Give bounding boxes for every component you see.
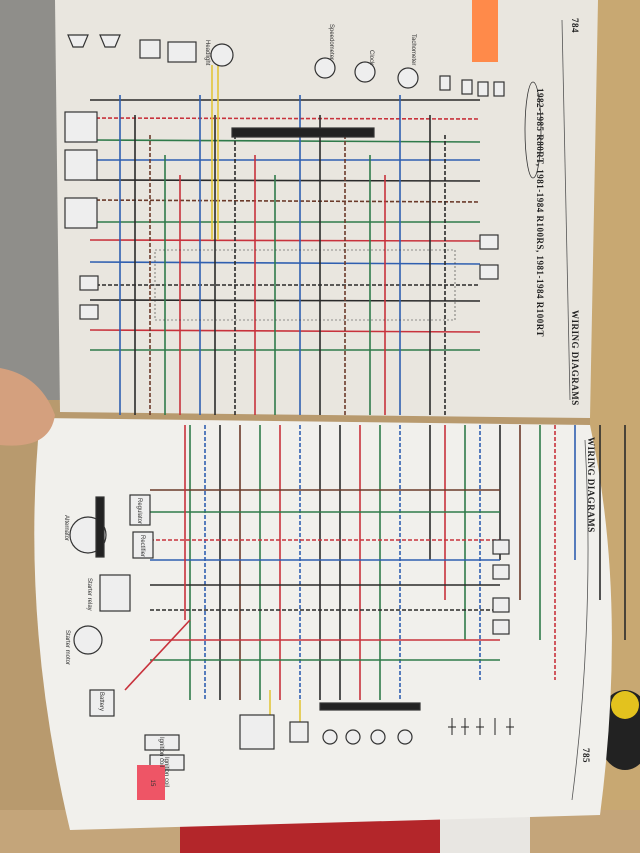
relay-icon (139, 39, 161, 59)
top-diagram-wires (89, 65, 481, 415)
wire (89, 261, 481, 265)
wire (89, 199, 481, 203)
bottom-connector-block (319, 702, 421, 711)
starter-relay-box (99, 574, 131, 612)
tool-handle-yellow (611, 691, 639, 719)
model-circle-mark (524, 81, 542, 179)
wire (124, 619, 191, 691)
sidestand-switch-box (289, 721, 309, 743)
alternator-connector (95, 496, 105, 558)
switch-block (79, 275, 99, 291)
wire (89, 117, 481, 120)
label-tachometer: Tachometer (410, 34, 416, 65)
label-regulator: Regulator (136, 498, 142, 524)
wire (89, 139, 481, 143)
bulb-icon (370, 729, 386, 745)
top-page (55, 0, 598, 418)
regulator-box (129, 494, 151, 526)
header-rule-top (561, 19, 571, 401)
label-alternator: Alternator (63, 515, 69, 541)
relay-icon (167, 41, 197, 63)
ignition-coil-box (144, 734, 180, 751)
running-header: WIRING DIAGRAMS (586, 437, 596, 533)
diagram-key (448, 718, 514, 735)
bulb-icon (439, 75, 451, 91)
wire (89, 299, 481, 302)
bottom-diagram-wires (124, 425, 626, 722)
running-header: WIRING DIAGRAMS (570, 310, 580, 406)
page-number: 785 (581, 748, 591, 763)
label-headlight: Headlight (204, 40, 210, 66)
label-ignition-coil: Ignition coil (163, 757, 169, 787)
headlight-icon (210, 43, 234, 67)
label-battery: Battery (98, 692, 104, 711)
ignition-switch-box (239, 714, 275, 750)
bulb-icon (477, 81, 489, 97)
bulb-icon (493, 81, 505, 97)
section-tab (137, 765, 165, 800)
hand (0, 368, 55, 446)
horn-icon (99, 34, 121, 48)
bulb-icon (461, 79, 473, 95)
clock-icon (354, 61, 376, 83)
bulb-icon (322, 729, 338, 745)
bulb-icon (345, 729, 361, 745)
instrument-cluster-outline (154, 249, 456, 321)
horn-icon (67, 34, 89, 48)
bottom-page (34, 418, 612, 830)
wire (89, 329, 481, 333)
switch-block (492, 564, 510, 580)
switch-block (492, 619, 510, 635)
page-number: 784 (570, 18, 580, 33)
switch-block (64, 149, 98, 181)
switch-block (64, 197, 98, 229)
starter-motor-icon (73, 625, 103, 655)
switch-block (79, 304, 99, 320)
label-rectifier: Rectifier (139, 535, 145, 557)
wire (89, 239, 481, 242)
bottom-components (69, 494, 510, 771)
bulb-icon (397, 729, 413, 745)
label-ignition-coil: Ignition coil (158, 737, 164, 767)
switch-block (479, 264, 499, 280)
label-starter-relay: Starter relay (86, 578, 92, 611)
switch-block (492, 597, 510, 613)
switch-block (64, 111, 98, 143)
wire (89, 179, 481, 182)
label-clock: Clock (368, 50, 374, 66)
label-starter-motor: Starter motor (64, 630, 70, 665)
rectifier-box (132, 531, 154, 559)
label-speedometer: Speedometer (328, 24, 334, 60)
top-components (64, 34, 505, 321)
header-rule-bottom (571, 439, 589, 801)
sticky-note (472, 0, 498, 62)
switch-block (479, 234, 499, 250)
tachometer-icon (397, 67, 419, 89)
switch-block (492, 539, 510, 555)
connector-block (231, 127, 375, 138)
model-title: 1982-1985 R80RT, 1981-1984 R100RS, 1981-… (535, 88, 545, 337)
speedometer-icon (314, 57, 336, 79)
battery-box (89, 689, 115, 717)
section-tab-label: 15 (149, 780, 155, 787)
